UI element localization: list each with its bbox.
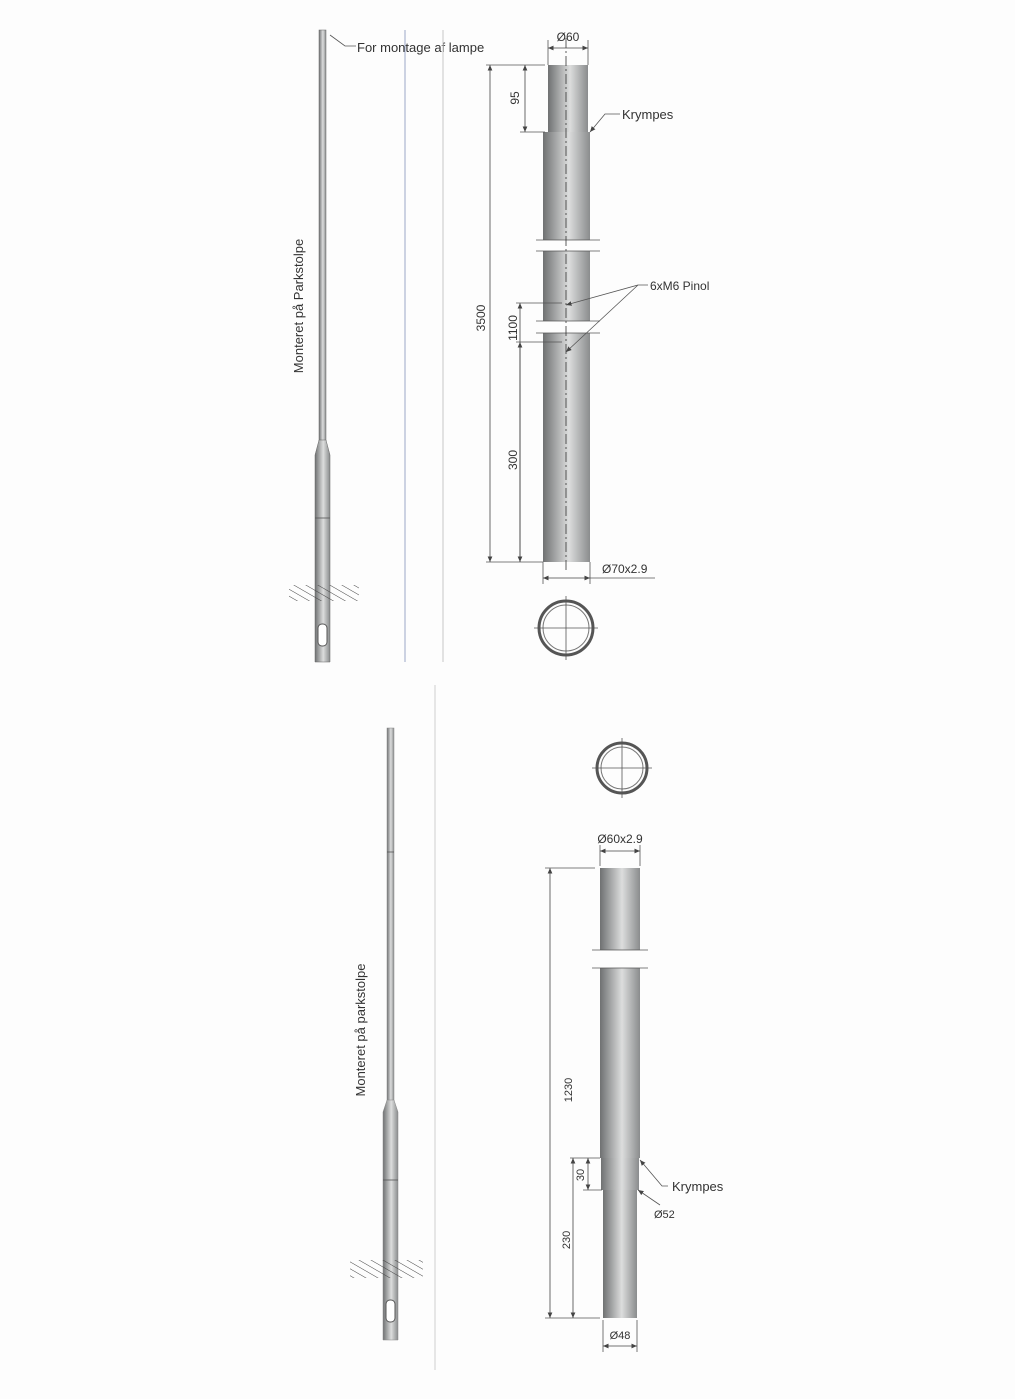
dim-bottom-diameter: Ø70x2.9 [602, 562, 648, 576]
cable-slot [317, 623, 328, 647]
cross-section [534, 596, 598, 660]
dim-lower-length: 230 [561, 1231, 573, 1249]
dim-top-diameter: Ø60 [557, 30, 580, 44]
bottom-pole-overview: Monteret på parkstolpe [350, 727, 423, 1341]
ground-hatch [350, 1260, 423, 1278]
cross-section [592, 738, 652, 798]
dim-pin-height: 1100 [506, 315, 520, 341]
bottom-pipe-detail: Ø60x2.9 1230 30 230 Krympes Ø52 Ø48 [545, 738, 724, 1352]
shrink-label: Krympes [672, 1179, 724, 1194]
ground-hatch [289, 585, 359, 601]
dim-lower-length: 300 [506, 450, 520, 470]
cable-slot [385, 1299, 396, 1323]
dim-mid-diameter: Ø52 [654, 1209, 675, 1221]
top-pole-overview: For montage af lampe Monteret på Parksto… [289, 29, 484, 663]
dim-shrink-length: 30 [575, 1169, 587, 1181]
dim-total-length: 3500 [474, 304, 488, 331]
top-pipe-detail: Ø60 3500 95 1100 300 Krympes 6xM6 Pinol … [474, 30, 709, 660]
lamp-mount-note: For montage af lampe [357, 40, 484, 55]
shrink-label: Krympes [622, 107, 674, 122]
dim-shrink-length: 95 [508, 91, 522, 105]
pin-label: 6xM6 Pinol [650, 279, 709, 293]
dim-bottom-diameter: Ø48 [610, 1330, 631, 1342]
dim-top-diameter: Ø60x2.9 [597, 832, 643, 846]
pole-mount-label: Monteret på parkstolpe [353, 964, 368, 1097]
dim-total-length: 1230 [563, 1078, 575, 1102]
pole-mount-label: Monteret på Parkstolpe [291, 239, 306, 373]
